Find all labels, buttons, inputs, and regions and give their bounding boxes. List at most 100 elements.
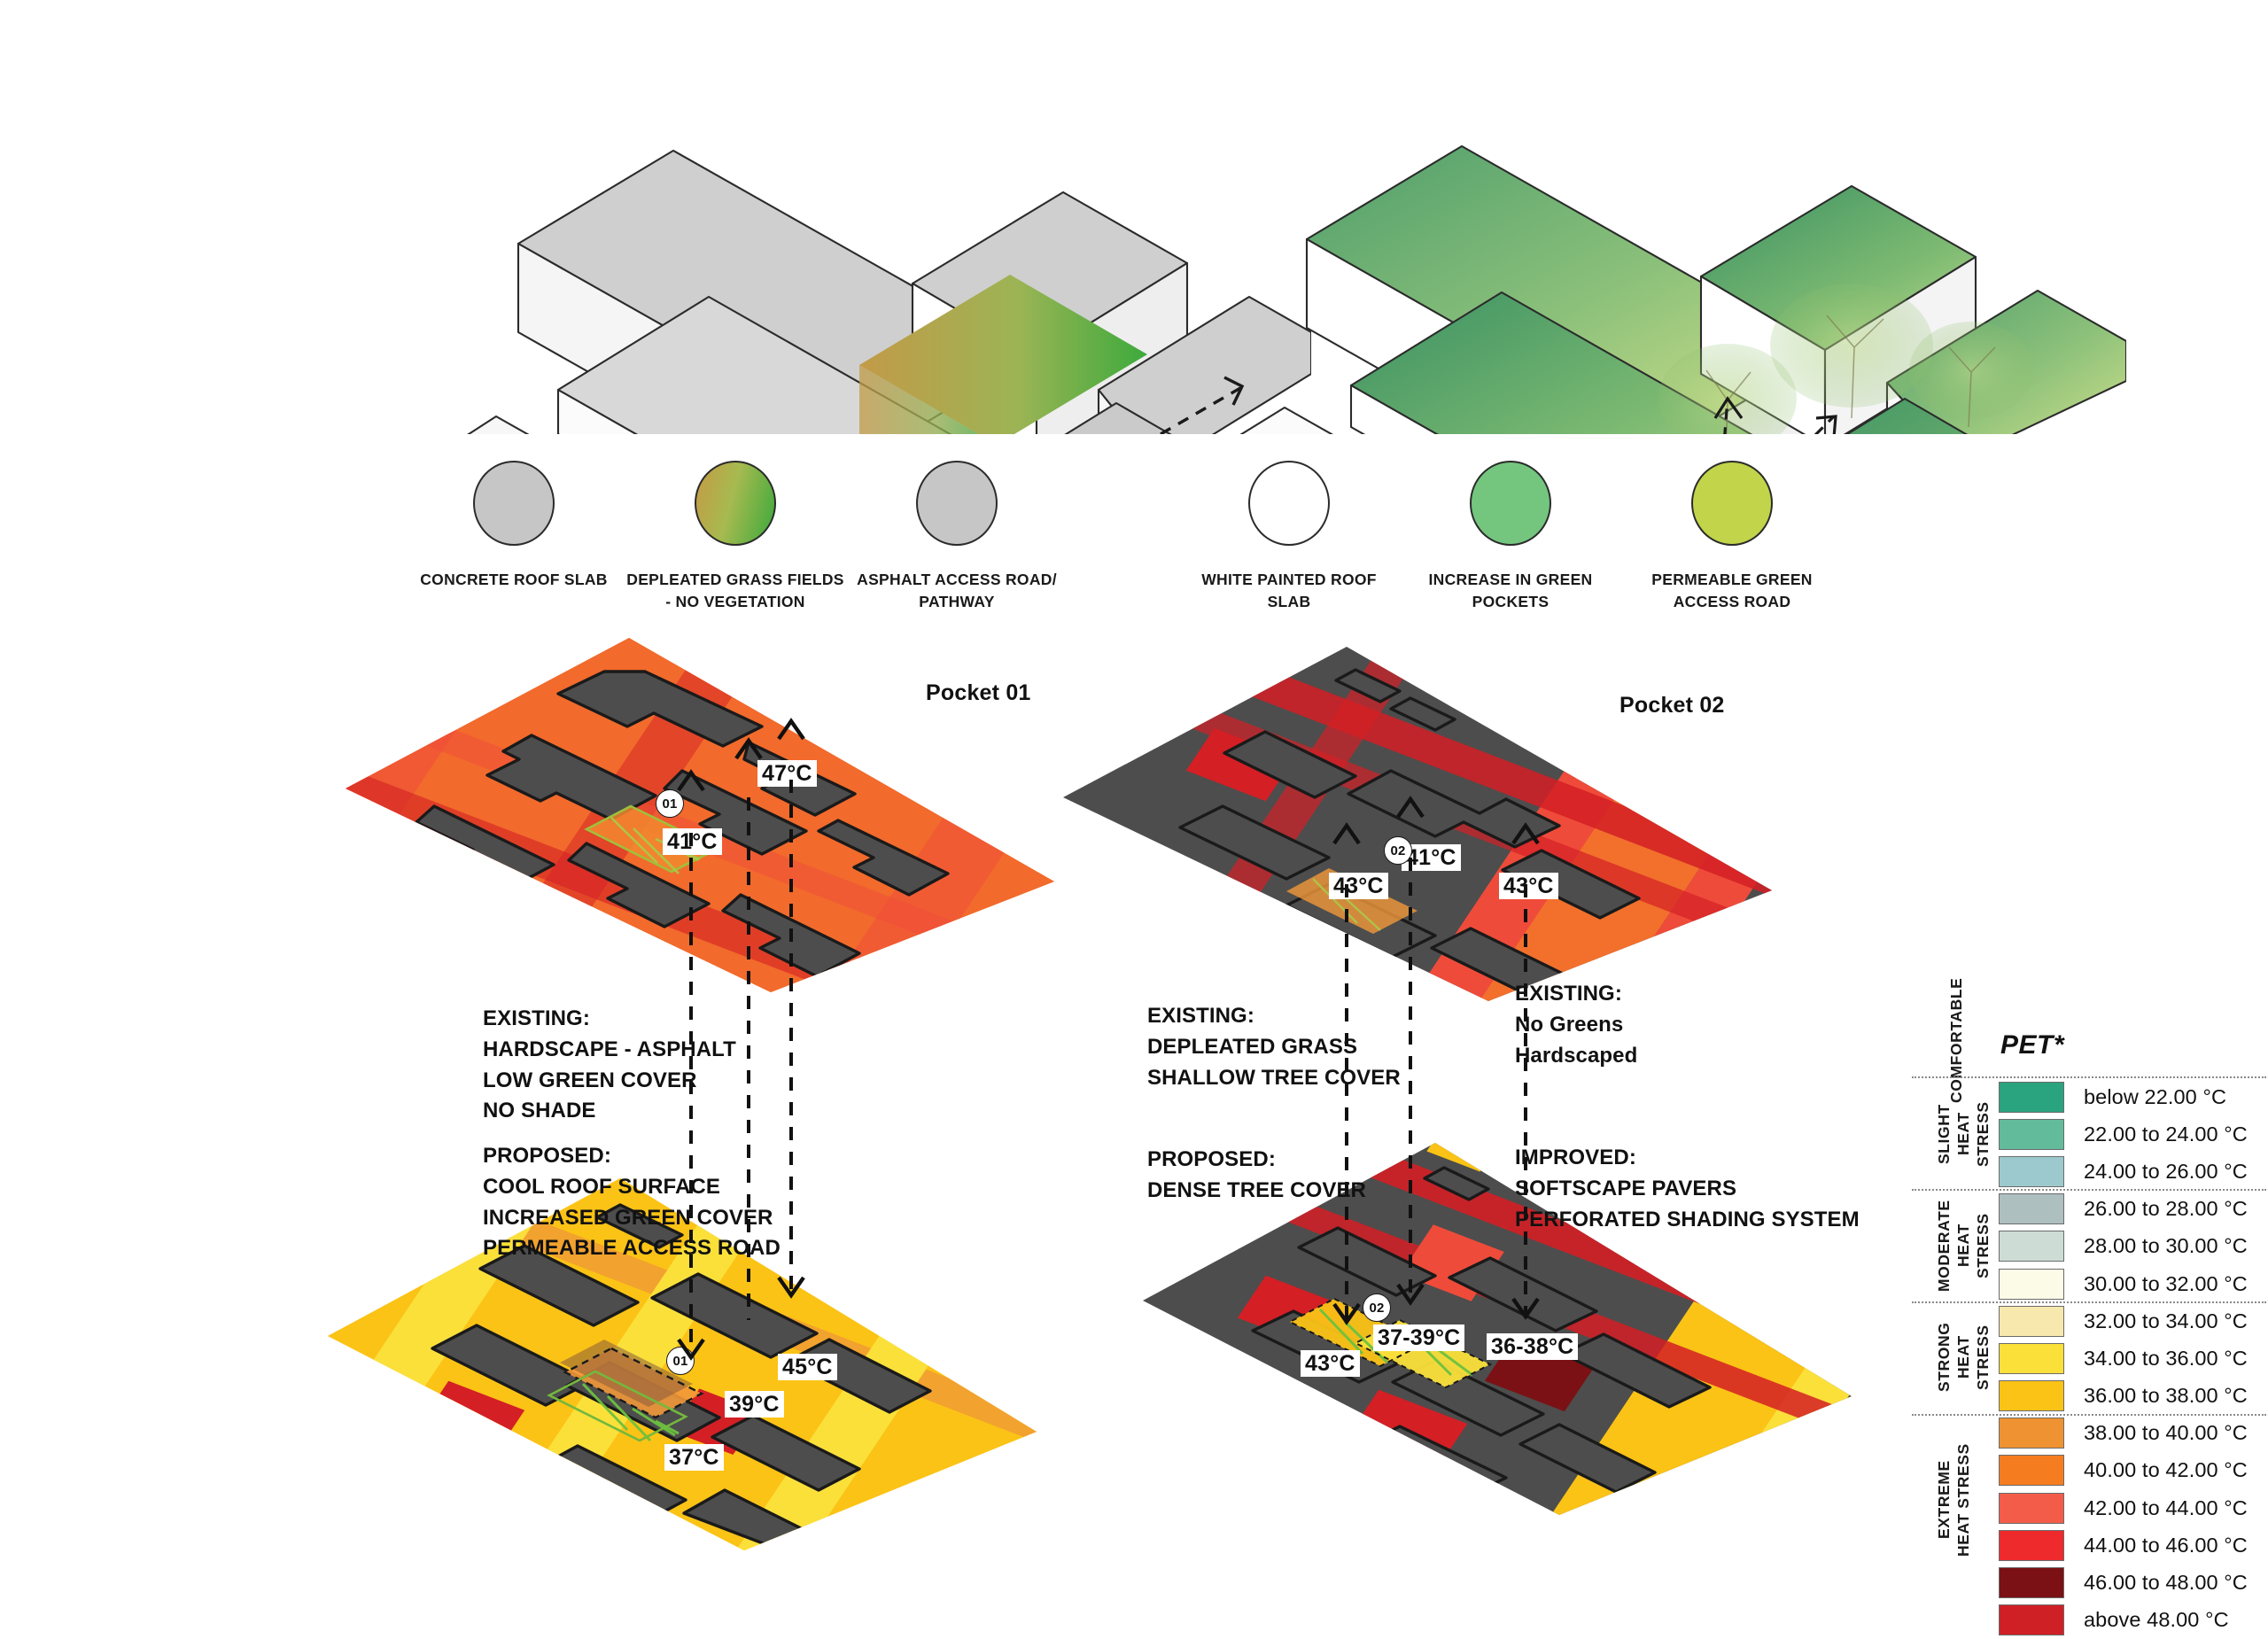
material-label: INCREASE IN GREEN POCKETS — [1428, 571, 1593, 610]
material-label: DEPLEATED GRASS FIELDS - NO VEGETATION — [626, 571, 844, 610]
pet-scale-rows: below 22.00 °C 22.00 to 24.00 °C 24.00 to … — [1999, 1078, 2248, 1639]
pet-category-extreme: EXTREME HEAT STRESS — [1935, 1443, 1972, 1557]
temp-callout-47: 47°C — [757, 760, 817, 787]
pet-legend-row: 30.00 to 32.00 °C — [1999, 1265, 2248, 1302]
pet-color-swatch — [1999, 1492, 2064, 1524]
isometric-existing-diagram — [292, 18, 1311, 434]
pet-category-moderate: MODERATE HEAT STRESS — [1935, 1200, 1992, 1292]
pet-legend-row: 40.00 to 42.00 °C — [1999, 1452, 2248, 1489]
marker-badge-01-bottom: 01 — [666, 1347, 695, 1375]
pet-color-swatch — [1999, 1342, 2064, 1374]
pet-range-label: 26.00 to 28.00 °C — [2084, 1197, 2248, 1221]
pet-color-swatch — [1999, 1529, 2064, 1561]
pet-range-label: above 48.00 °C — [2084, 1608, 2229, 1632]
pet-divider — [1912, 1301, 2266, 1303]
pet-legend-row: 34.00 to 36.00 °C — [1999, 1340, 2248, 1377]
material-label: PERMEABLE GREEN ACCESS ROAD — [1651, 571, 1813, 610]
pet-color-swatch — [1999, 1380, 2064, 1412]
pet-category-strong: STRONG HEAT STRESS — [1935, 1322, 1992, 1393]
pet-legend-row: 32.00 to 34.00 °C — [1999, 1302, 2248, 1340]
temp-callout-39: 39°C — [725, 1391, 784, 1418]
pet-legend-row: 28.00 to 30.00 °C — [1999, 1228, 2248, 1265]
note-mid-proposed: PROPOSED: DENSE TREE COVER — [1147, 1147, 1366, 1202]
pet-range-label: 40.00 to 42.00 °C — [2084, 1458, 2248, 1482]
pet-range-label: 46.00 to 48.00 °C — [2084, 1571, 2248, 1595]
pet-range-label: 32.00 to 34.00 °C — [2084, 1309, 2248, 1332]
pet-legend-row: 36.00 to 38.00 °C — [1999, 1378, 2248, 1415]
note-left-existing: EXISTING: HARDSCAPE - ASPHALT LOW GREEN … — [483, 1006, 736, 1123]
heatmap-pocket02-existing — [1063, 647, 1772, 1001]
note-right-improved: IMPROVED: SOFTSCAPE PAVERS PERFORATED SH… — [1515, 1146, 1860, 1231]
temp-callout-41: 41°C — [663, 828, 722, 855]
pet-legend-row: 38.00 to 40.00 °C — [1999, 1415, 2248, 1452]
pet-color-swatch — [1999, 1567, 2064, 1599]
marker-badge-02-bottom: 02 — [1363, 1293, 1391, 1322]
pet-color-swatch — [1999, 1193, 2064, 1225]
pet-divider — [1912, 1189, 2266, 1191]
white-painted-roof-slab-swatch — [1248, 461, 1330, 546]
pet-legend-row: 22.00 to 24.00 °C — [1999, 1115, 2248, 1153]
tree-canopies — [1658, 284, 2033, 434]
material-label: CONCRETE ROOF SLAB — [420, 571, 608, 588]
pet-divider — [1912, 1414, 2266, 1416]
temp-callout-43-a: 43°C — [1329, 873, 1388, 899]
material-item: WHITE PAINTED ROOF SLAB — [1178, 461, 1400, 613]
pet-legend-row: 42.00 to 44.00 °C — [1999, 1489, 2248, 1526]
material-item: CONCRETE ROOF SLAB — [403, 461, 625, 613]
note-right-existing: EXISTING: No Greens Hardscaped — [1515, 982, 1638, 1068]
pet-legend-row: 26.00 to 28.00 °C — [1999, 1191, 2248, 1228]
pet-color-swatch — [1999, 1604, 2064, 1636]
concrete-roof-slab-swatch — [473, 461, 555, 546]
pet-legend-title: PET* — [2000, 1030, 2065, 1060]
pet-color-swatch — [1999, 1418, 2064, 1449]
heatmap-pocket02-proposed — [1143, 1143, 1852, 1515]
material-item: PERMEABLE GREEN ACCESS ROAD — [1621, 461, 1843, 613]
temp-callout-43-b: 43°C — [1499, 873, 1558, 899]
pet-range-label: 30.00 to 32.00 °C — [2084, 1271, 2248, 1295]
temp-callout-45: 45°C — [778, 1354, 837, 1380]
pet-stress-categories: COMFORTABLE SLIGHT HEAT STRESS MODERATE … — [1914, 978, 1999, 1599]
material-label: WHITE PAINTED ROOF SLAB — [1201, 571, 1377, 610]
pet-range-label: 28.00 to 30.00 °C — [2084, 1234, 2248, 1258]
pet-legend-row: above 48.00 °C — [1999, 1602, 2248, 1639]
pet-color-swatch — [1999, 1081, 2064, 1113]
pet-range-label: 42.00 to 44.00 °C — [2084, 1495, 2248, 1519]
material-legend-existing: CONCRETE ROOF SLAB DEPLEATED GRASS FIELD… — [403, 461, 1068, 613]
arrow-heads — [1713, 396, 1837, 434]
pet-color-swatch — [1999, 1231, 2064, 1262]
pet-divider — [1912, 1076, 2266, 1078]
pocket02-title: Pocket 02 — [1619, 693, 1725, 718]
note-mid-existing: EXISTING: DEPLEATED GRASS SHALLOW TREE C… — [1147, 1004, 1401, 1090]
note-left-proposed: PROPOSED: COOL ROOF SURFACE INCREASED GR… — [483, 1144, 781, 1261]
pet-range-label: 36.00 to 38.00 °C — [2084, 1384, 2248, 1408]
pet-range-label: 24.00 to 26.00 °C — [2084, 1159, 2248, 1183]
pet-color-swatch — [1999, 1118, 2064, 1150]
pet-legend-row: 46.00 to 48.00 °C — [1999, 1564, 2248, 1601]
pet-range-label: 34.00 to 36.00 °C — [2084, 1346, 2248, 1370]
pet-color-swatch — [1999, 1305, 2064, 1337]
marker-badge-01-top: 01 — [656, 789, 684, 818]
material-item: ASPHALT ACCESS ROAD/ PATHWAY — [846, 461, 1068, 613]
pet-legend-row: 24.00 to 26.00 °C — [1999, 1153, 2248, 1190]
temp-callout-36-38: 36-38°C — [1487, 1333, 1579, 1360]
isometric-proposed-diagram — [1107, 18, 2126, 434]
temp-callout-43-bottom: 43°C — [1301, 1350, 1360, 1377]
temp-callout-37: 37°C — [664, 1444, 724, 1471]
temp-callout-37-39: 37-39°C — [1373, 1324, 1465, 1351]
pet-legend-row: below 22.00 °C — [1999, 1078, 2248, 1115]
pet-color-swatch — [1999, 1155, 2064, 1187]
material-item: DEPLEATED GRASS FIELDS - NO VEGETATION — [625, 461, 846, 613]
increase-in-green-pockets-swatch — [1470, 461, 1551, 546]
pet-range-label: below 22.00 °C — [2084, 1084, 2227, 1108]
pet-range-label: 38.00 to 40.00 °C — [2084, 1421, 2248, 1445]
pet-legend-row: 44.00 to 46.00 °C — [1999, 1526, 2248, 1564]
pet-range-label: 44.00 to 46.00 °C — [2084, 1533, 2248, 1557]
pet-color-swatch — [1999, 1268, 2064, 1300]
wind-flow-arrows — [1723, 398, 1836, 434]
tree-trunks — [1705, 315, 1996, 434]
pet-category-slight: SLIGHT HEAT STRESS — [1935, 1101, 1992, 1167]
marker-badge-02-top: 02 — [1384, 836, 1412, 865]
material-label: ASPHALT ACCESS ROAD/ PATHWAY — [857, 571, 1057, 610]
pocket01-title: Pocket 01 — [926, 680, 1031, 705]
permeable-green-access-road-swatch — [1691, 461, 1773, 546]
